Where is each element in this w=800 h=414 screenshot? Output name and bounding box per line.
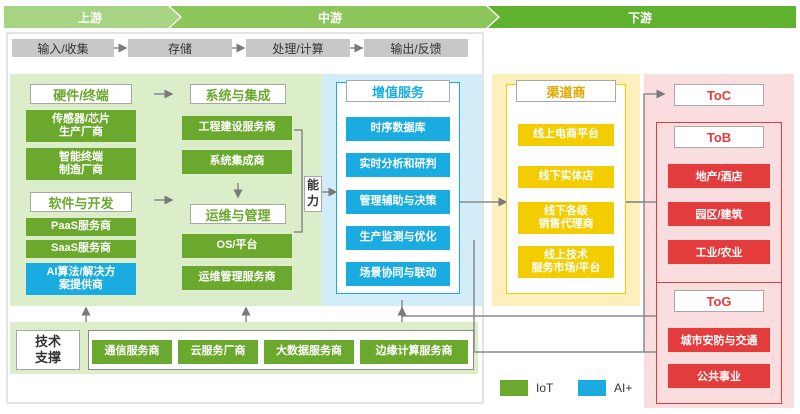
channel-item-agents: 线下各级 销售代理商: [518, 202, 614, 234]
system-item-integrator: 系统集成商: [182, 150, 292, 174]
value-item-decision: 管理辅助与决策: [346, 190, 450, 214]
main-frame: [6, 32, 484, 404]
legend-ai-label: AI+: [614, 381, 633, 395]
chevron-midstream: [170, 6, 498, 28]
process-step-output: 输出/反馈: [364, 39, 468, 57]
value-item-collaboration: 场景协同与联动: [346, 262, 450, 286]
tech-item-telecom: 通信服务商: [92, 340, 172, 364]
legend-iot-swatch: [500, 380, 528, 396]
software-item-ai: AI算法/解决方 案提供商: [26, 263, 136, 295]
operations-item-service: 运维管理服务商: [182, 266, 292, 290]
value-item-tsdb: 时序数据库: [346, 117, 450, 141]
hardware-title: 硬件/终端: [30, 84, 132, 104]
chevron-downstream: [488, 6, 796, 28]
tech-item-edge: 边缘计算服务商: [360, 340, 468, 364]
value-added-title: 增值服务: [346, 80, 450, 102]
tob-item-realestate: 地产/酒店: [668, 164, 770, 188]
chevron-upstream: [4, 6, 180, 28]
legend-iot-label: IoT: [536, 381, 554, 395]
hardware-item-terminals: 智能终端 制造厂商: [26, 148, 136, 180]
tog-item-security: 城市安防与交通: [668, 328, 770, 352]
value-item-monitoring: 生产监测与优化: [346, 226, 450, 250]
channel-item-offline: 线下实体店: [518, 166, 614, 188]
channel-title: 渠道商: [516, 80, 616, 102]
value-item-analysis: 实时分析和研判: [346, 153, 450, 177]
system-integration-title: 系统与集成: [190, 84, 286, 104]
tob-item-industry: 工业/农业: [668, 240, 770, 264]
channel-item-market: 线上技术 服务市场/平台: [518, 246, 614, 278]
capability-label: 能 力: [304, 176, 322, 212]
stage-downstream-label: 下游: [627, 10, 652, 25]
operations-title: 运维与管理: [190, 204, 286, 224]
system-item-engineering: 工程建设服务商: [182, 116, 292, 140]
software-item-saas: SaaS服务商: [26, 240, 136, 258]
software-item-paas: PaaS服务商: [26, 218, 136, 236]
process-step-storage: 存储: [128, 39, 232, 57]
tog-item-public: 公共事业: [668, 364, 770, 388]
channel-item-online: 线上电商平台: [518, 124, 614, 146]
stage-upstream-label: 上游: [77, 10, 102, 25]
toc-title: ToC: [674, 84, 764, 106]
software-title: 软件与开发: [30, 192, 132, 212]
operations-item-os: OS/平台: [182, 234, 292, 258]
tob-item-park: 园区/建筑: [668, 202, 770, 226]
stage-midstream-label: 中游: [317, 10, 342, 25]
tob-title: ToB: [674, 126, 764, 148]
legend-ai-swatch: [578, 380, 606, 396]
process-step-input: 输入/收集: [12, 39, 114, 57]
process-step-compute: 处理/计算: [246, 39, 350, 57]
tech-support-title: 技术 支撑: [16, 330, 80, 370]
tech-item-cloud: 云服务厂商: [178, 340, 258, 364]
hardware-item-sensors: 传感器/芯片 生产厂商: [26, 110, 136, 142]
tog-title: ToG: [674, 290, 764, 312]
tech-item-bigdata: 大数据服务商: [264, 340, 354, 364]
